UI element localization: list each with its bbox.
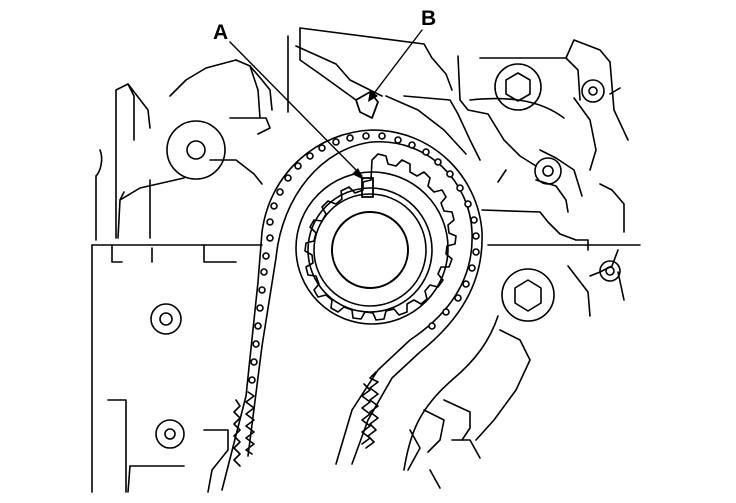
left-upper-stud	[166, 120, 226, 180]
cam-hub	[307, 187, 433, 313]
right-upper-stud	[581, 79, 605, 103]
cam-sprocket	[295, 153, 457, 325]
callout-label-a: A	[213, 21, 229, 44]
arrowhead-a	[352, 168, 364, 180]
arrowhead-b	[368, 90, 378, 102]
tensioner-arm	[403, 315, 531, 489]
upper-right-bolt	[494, 63, 542, 111]
timing-belt	[221, 129, 483, 491]
upper-housing-outline	[287, 27, 629, 317]
left-middle-stud	[150, 303, 182, 335]
tensioner-pivot-bolt	[501, 268, 555, 322]
engine-block-outline	[91, 59, 641, 493]
far-right-stud	[599, 260, 621, 282]
cover-pointer-mark	[355, 91, 379, 119]
leader-line-b	[371, 29, 423, 97]
left-lower-stud	[155, 419, 185, 449]
sprocket-timing-mark	[361, 177, 374, 198]
leader-line-a	[229, 41, 363, 177]
callout-label-b: B	[421, 7, 437, 30]
right-lower-stud	[534, 157, 562, 185]
